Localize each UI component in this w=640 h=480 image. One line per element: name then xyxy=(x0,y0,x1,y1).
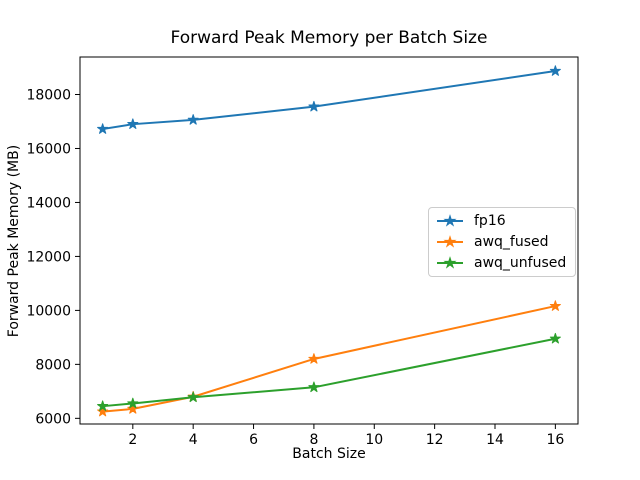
marker-awq_fused xyxy=(308,353,320,364)
legend-line-star-icon xyxy=(437,235,463,248)
y-tick-label: 8000 xyxy=(35,357,71,373)
x-tick-label: 12 xyxy=(426,432,444,448)
legend-label: fp16 xyxy=(474,213,506,229)
marker-fp16 xyxy=(127,118,139,129)
marker-awq_unfused xyxy=(549,332,561,344)
legend-label: awq_fused xyxy=(474,234,549,250)
marker-fp16 xyxy=(549,65,561,76)
y-tick-label: 6000 xyxy=(35,411,71,427)
marker-fp16 xyxy=(187,114,199,125)
legend-line-star-icon xyxy=(437,214,463,227)
x-tick-label: 14 xyxy=(486,432,504,448)
series-line-fp16 xyxy=(101,70,557,131)
marker-awq_fused xyxy=(127,403,139,414)
marker-awq_unfused xyxy=(97,400,109,411)
series-line-awq_unfused xyxy=(101,337,557,408)
marker-awq_fused xyxy=(97,405,109,417)
x-axis-label: Batch Size xyxy=(292,446,366,462)
x-tick-label: 8 xyxy=(309,432,318,448)
y-tick-label: 12000 xyxy=(26,249,71,265)
y-tick-label: 10000 xyxy=(26,303,71,319)
legend-label: awq_unfused xyxy=(474,255,567,271)
y-tick-label: 16000 xyxy=(26,141,71,157)
legend-line-star-icon xyxy=(437,256,463,269)
legend-item-fp16: fp16 xyxy=(436,214,566,228)
y-axis-label: Forward Peak Memory (MB) xyxy=(6,144,22,338)
legend: fp16 awq_fused awq_unfused xyxy=(428,207,577,277)
marker-awq_unfused xyxy=(187,391,199,403)
legend-item-awq_unfused: awq_unfused xyxy=(436,256,566,270)
marker-awq_unfused xyxy=(127,397,139,409)
marker-fp16 xyxy=(97,123,109,134)
marker-awq_unfused xyxy=(308,381,320,393)
x-tick-label: 6 xyxy=(249,432,258,448)
x-tick-label: 4 xyxy=(189,432,198,448)
x-tick-label: 2 xyxy=(128,432,137,448)
marker-awq_fused xyxy=(549,300,561,311)
marker-fp16 xyxy=(308,100,320,112)
legend-item-awq_fused: awq_fused xyxy=(436,235,566,249)
chart-title: Forward Peak Memory per Batch Size xyxy=(170,28,488,48)
y-tick-label: 18000 xyxy=(26,88,71,104)
axes-frame xyxy=(79,56,579,425)
series-line-awq_fused xyxy=(101,305,557,413)
x-tick-label: 16 xyxy=(546,432,564,448)
x-tick-label: 10 xyxy=(365,432,383,448)
y-tick-label: 14000 xyxy=(26,195,71,211)
